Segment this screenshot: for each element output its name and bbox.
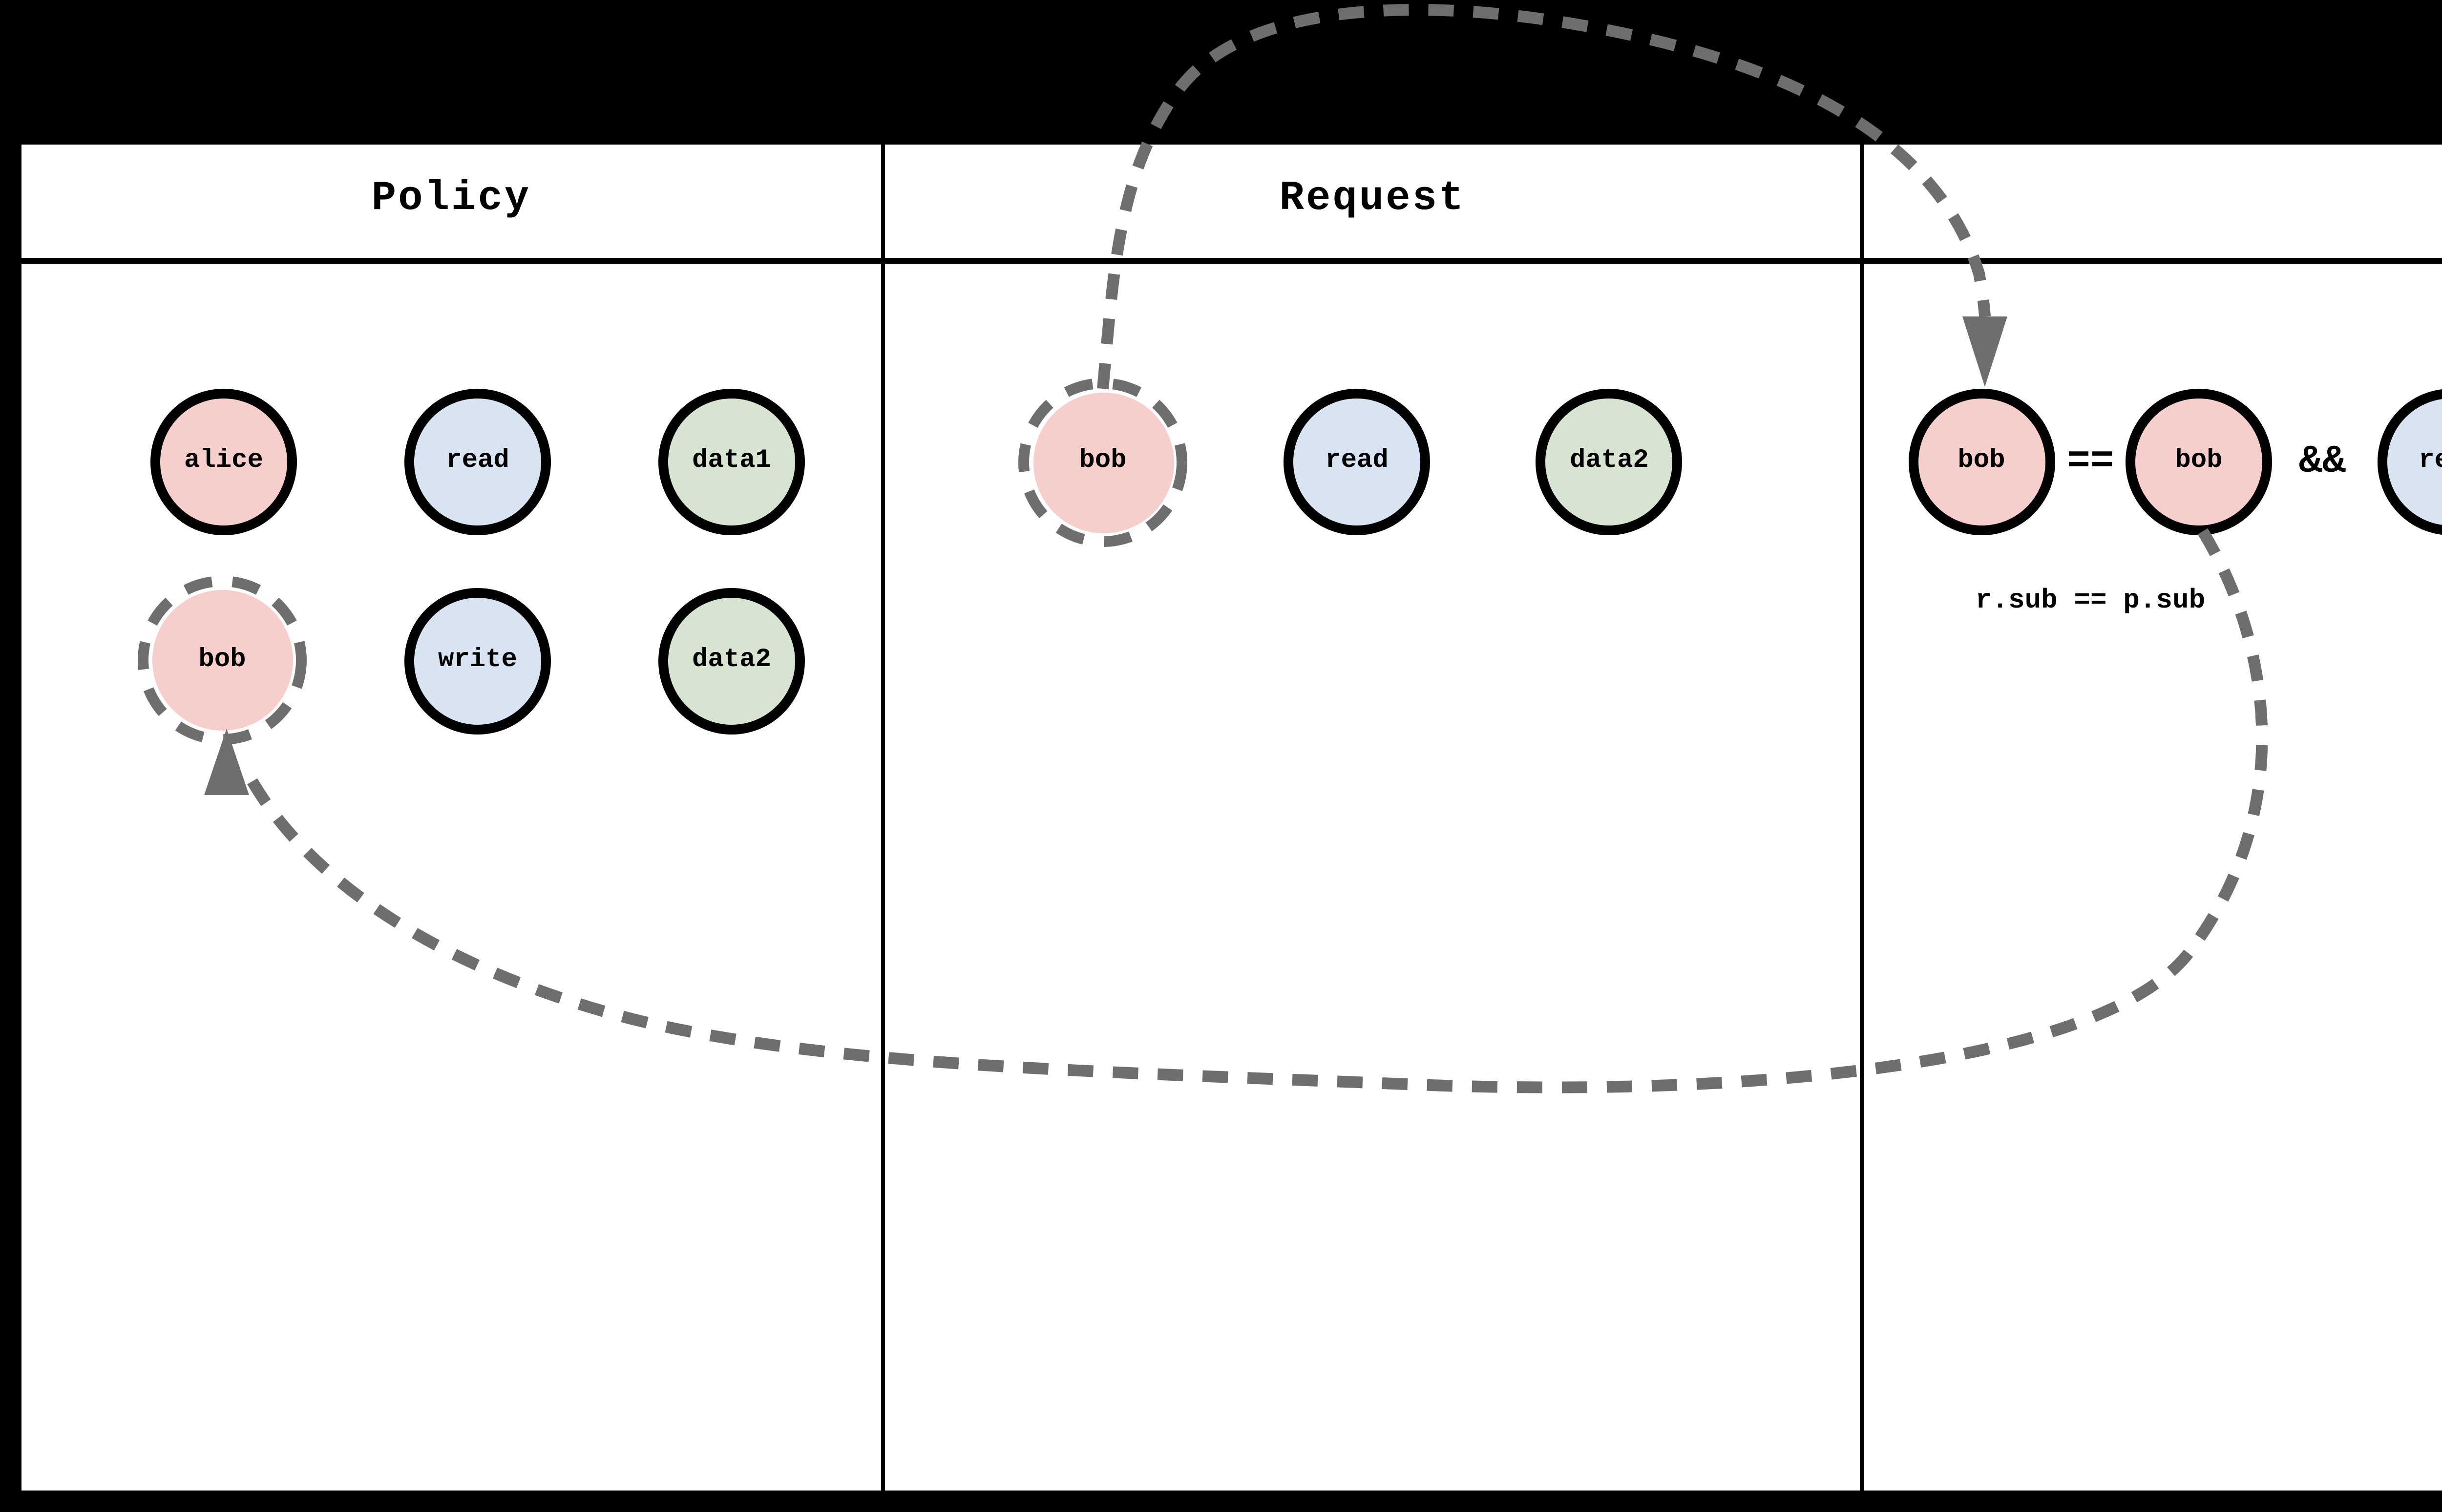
request-node-data2: data2: [1536, 389, 1683, 536]
policy-node-data1: data1: [658, 389, 805, 536]
equals-operator-sub: ==: [2066, 440, 2114, 485]
divider-policy-request: [881, 144, 885, 1490]
column-header-matching: Matching: [1864, 144, 2442, 258]
header-underline: [21, 258, 2442, 264]
matcher-caption-sub: r.sub == p.sub: [1975, 586, 2206, 617]
table-panel: Policy Request Matching: [21, 144, 2442, 1490]
column-header-policy: Policy: [371, 178, 531, 223]
and-operator-1: &&: [2298, 440, 2346, 485]
request-node-read: read: [1284, 389, 1430, 536]
policy-node-read: read: [404, 389, 551, 536]
policy-node-bob-highlighted: bob: [152, 590, 293, 731]
matching-node-sub-request: bob: [1908, 389, 2055, 536]
divider-request-matching: [1860, 144, 1864, 1490]
column-header-request: Request: [1279, 178, 1466, 223]
policy-node-data2: data2: [658, 587, 805, 734]
policy-node-write: write: [404, 587, 551, 734]
policy-node-alice: alice: [150, 389, 297, 536]
matching-node-sub-policy: bob: [2126, 389, 2272, 536]
request-node-bob-highlighted: bob: [1032, 392, 1173, 533]
